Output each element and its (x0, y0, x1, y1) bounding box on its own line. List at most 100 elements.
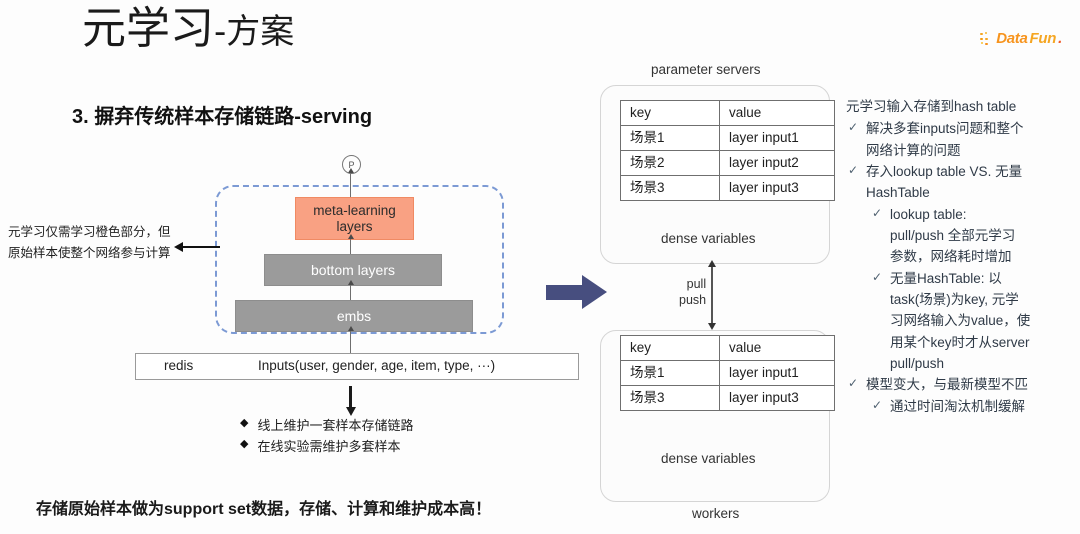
table-header-value: value (719, 100, 835, 126)
arrow-bottom-to-meta (350, 239, 352, 254)
left-bullet-text: 在线实验需维护多套样本 (257, 439, 401, 455)
parameter-servers-table: key value 场景1 layer input1 场景2 layer inp… (620, 100, 835, 201)
table-row: 场景3 layer input3 (620, 385, 835, 411)
table-cell-key: 场景1 (620, 125, 720, 151)
check-icon: ✓ (872, 397, 883, 412)
line: 模型变大，与最新模型不匹 (866, 377, 1028, 393)
annotation-line-2: 原始样本使整个网络参与计算 (8, 245, 171, 260)
table-cell-value: layer input3 (719, 175, 835, 201)
orange-part-annotation: 元学习仅需学习橙色部分，但 原始样本使整个网络参与计算 (8, 222, 204, 263)
list-item: ✓ 解决多套inputs问题和整个 网络计算的问题 (846, 118, 1078, 161)
table-cell-value: layer input1 (719, 125, 835, 151)
ps-dense-variables-label: dense variables (661, 231, 756, 246)
list-item-text: 存入lookup table VS. 无量 HashTable (866, 161, 1078, 204)
list-item-text: 通过时间淘汰机制缓解 (890, 396, 1078, 417)
line: HashTable (866, 185, 930, 201)
table-cell-key: 场景3 (620, 385, 720, 411)
list-item: ◆ 在线实验需维护多套样本 (240, 436, 413, 457)
table-row: 场景1 layer input1 (620, 125, 835, 151)
logo-text-fun: Fun (1029, 30, 1057, 47)
check-icon: ✓ (848, 120, 859, 135)
right-panel-lead: 元学习输入存储到hash table (846, 99, 1017, 114)
pull-label: pull (686, 277, 707, 291)
logo-text-dot: . (1058, 30, 1062, 47)
annotation-arrow-icon (182, 246, 220, 248)
worker-dense-variables-label: dense variables (661, 451, 756, 466)
line: 无量HashTable: 以 (890, 270, 1002, 286)
table-cell-value: layer input2 (719, 150, 835, 176)
left-bullet-text: 线上维护一套样本存储链路 (257, 418, 414, 433)
check-icon: ✓ (872, 205, 883, 220)
list-item-text: 模型变大，与最新模型不匹 (866, 374, 1078, 395)
table-row: 场景2 layer input2 (620, 150, 835, 176)
line: 用某个key时才从server (890, 334, 1030, 350)
embs-box: embs (235, 300, 473, 332)
table-cell-key: 场景1 (620, 360, 720, 386)
meta-learning-scope-dashed-box (215, 185, 504, 334)
workers-label: workers (692, 506, 740, 521)
list-item: ✓ 无量HashTable: 以 task(场景)为key, 元学 习网络输入为… (846, 268, 1078, 375)
redis-inputs-box: redis Inputs(user, gender, age, item, ty… (135, 353, 579, 380)
arrow-down-to-bullets (349, 386, 352, 408)
list-item: ◆ 线上维护一套样本存储链路 (240, 415, 413, 436)
redis-inputs-text: Inputs(user, gender, age, item, type, ··… (258, 358, 496, 373)
check-icon: ✓ (848, 376, 859, 391)
line: lookup table: (890, 206, 967, 222)
line: 存入lookup table VS. 无量 (866, 163, 1023, 179)
redis-label: redis (164, 358, 194, 373)
meta-layers-line2: layers (336, 218, 373, 234)
table-header-value: value (719, 335, 835, 361)
list-item: ✓ 存入lookup table VS. 无量 HashTable (846, 161, 1078, 204)
arrow-embs-to-bottom (350, 285, 352, 300)
line: 网络计算的问题 (866, 142, 961, 158)
list-item-text: lookup table: pull/push 全部元学习 参数，网络耗时增加 (890, 204, 1078, 268)
table-row: 场景1 layer input1 (620, 360, 835, 386)
list-item-text: 无量HashTable: 以 task(场景)为key, 元学 习网络输入为va… (890, 268, 1078, 375)
line: task(场景)为key, 元学 (890, 291, 1019, 307)
pull-push-arrow-icon (711, 266, 713, 324)
arrow-shaft (546, 285, 584, 300)
section-number: 3. (72, 106, 89, 128)
section-heading-text: 摒弃传统样本存储链路-serving (94, 106, 373, 128)
title-sub-text: -方案 (214, 12, 295, 52)
table-cell-value: layer input1 (719, 360, 835, 386)
line: 参数，网络耗时增加 (890, 249, 1012, 265)
line: 解决多套inputs问题和整个 (866, 121, 1024, 137)
list-item-text: 解决多套inputs问题和整个 网络计算的问题 (866, 118, 1078, 161)
right-bullet-panel: 元学习输入存储到hash table ✓ 解决多套inputs问题和整个 网络计… (846, 96, 1078, 417)
logo-text-data: Data (996, 30, 1028, 47)
line: pull/push 全部元学习 (890, 227, 1016, 243)
left-bullet-list: ◆ 线上维护一套样本存储链路 ◆ 在线实验需维护多套样本 (240, 415, 413, 457)
meta-layers-line1: meta-learning (313, 202, 396, 218)
transition-arrow-icon (546, 275, 608, 309)
meta-learning-layers-box: meta-learning layers (295, 197, 414, 240)
table-header-row: key value (620, 335, 835, 361)
list-item: ✓ 模型变大，与最新模型不匹 (846, 374, 1078, 395)
table-cell-value: layer input3 (719, 385, 835, 411)
title-main-text: 元学习 (82, 3, 214, 54)
table-row: 场景3 layer input3 (620, 175, 835, 201)
slide-caption: 存储原始样本做为support set数据，存储、计算和维护成本高！ (36, 501, 492, 518)
workers-table: key value 场景1 layer input1 场景3 layer inp… (620, 335, 835, 411)
section-heading: 3. 摒弃传统样本存储链路-serving (72, 100, 372, 129)
arrow-head (582, 275, 607, 309)
table-header-row: key value (620, 100, 835, 126)
annotation-line-1: 元学习仅需学习橙色部分，但 (8, 225, 171, 239)
line: pull/push (890, 355, 945, 371)
line: 通过时间淘汰机制缓解 (890, 398, 1025, 414)
table-header-key: key (620, 335, 720, 361)
diamond-bullet-icon: ◆ (240, 438, 249, 451)
table-header-key: key (620, 100, 720, 126)
check-icon: ✓ (848, 162, 859, 177)
check-icon: ✓ (872, 269, 883, 284)
diamond-bullet-icon: ◆ (240, 417, 249, 429)
pull-push-labels: pull push (679, 276, 706, 308)
logo-dots-icon (980, 32, 993, 45)
parameter-servers-label: parameter servers (651, 62, 761, 77)
arrow-redis-to-embs (350, 331, 352, 353)
table-cell-key: 场景3 (620, 175, 720, 201)
list-item: ✓ 通过时间淘汰机制缓解 (846, 396, 1078, 417)
push-label: push (679, 293, 707, 307)
